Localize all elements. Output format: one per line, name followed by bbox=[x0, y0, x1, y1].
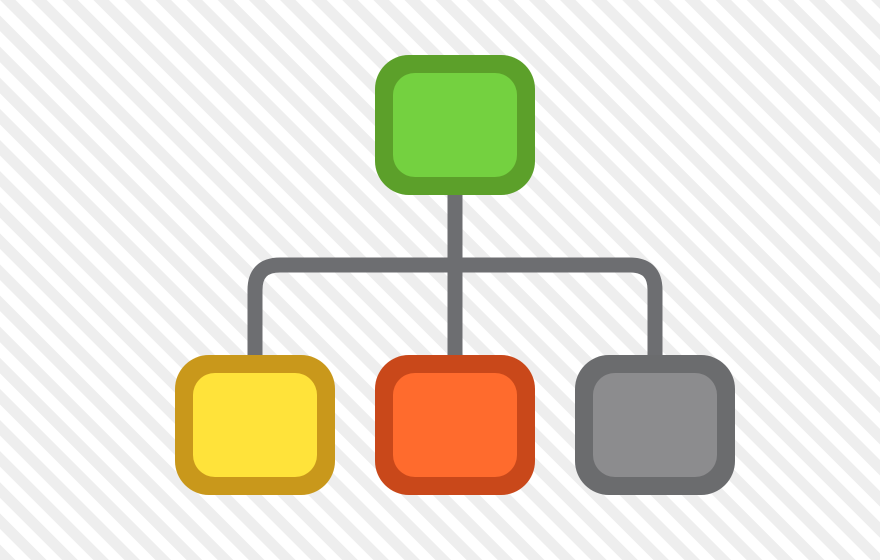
root-node bbox=[375, 55, 535, 195]
diagram-nodes bbox=[175, 55, 735, 495]
child-node-left-fill bbox=[193, 373, 317, 477]
child-node-right-fill bbox=[593, 373, 717, 477]
child-node-left bbox=[175, 355, 335, 495]
child-node-center-fill bbox=[393, 373, 517, 477]
root-node-fill bbox=[393, 73, 517, 177]
connector-lines bbox=[247, 190, 663, 362]
child-node-right bbox=[575, 355, 735, 495]
child-node-center bbox=[375, 355, 535, 495]
